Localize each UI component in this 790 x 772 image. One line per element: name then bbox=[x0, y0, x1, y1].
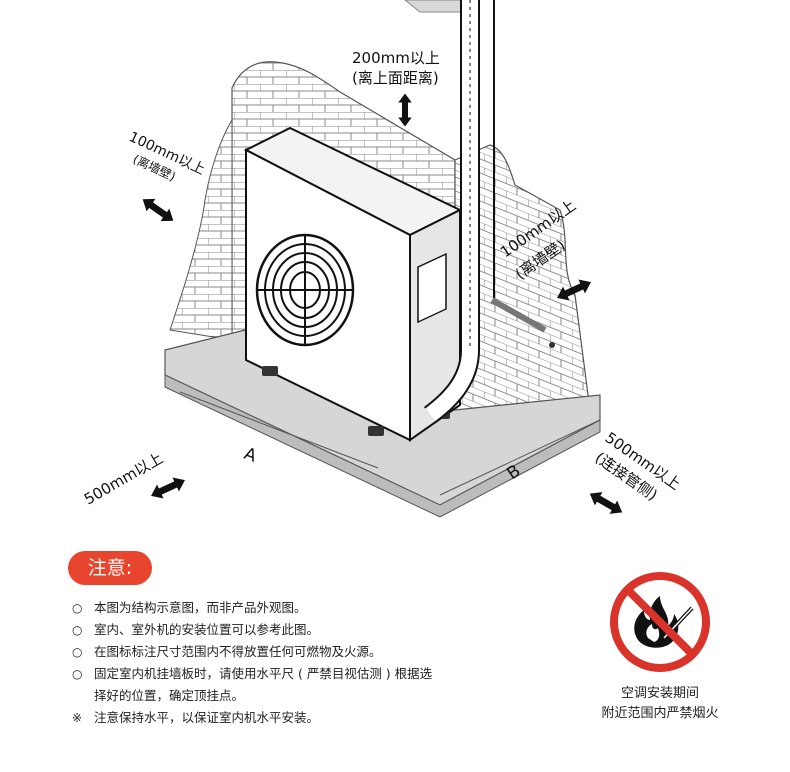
top-clearance-note: (离上面距离) bbox=[352, 69, 439, 87]
sign-caption-line2: 附近范围内严禁烟火 bbox=[601, 706, 719, 721]
arrow-front-clearance-icon bbox=[147, 473, 189, 503]
notice-item-text: 本图为结构示意图，而非产品外观图。 bbox=[94, 600, 307, 615]
top-clearance-label: 200mm以上 bbox=[352, 49, 440, 67]
bullet-icon: ○ bbox=[72, 667, 83, 681]
notice-item: ○ 固定室内机挂墙板时，请使用水平尺 ( 严禁目视估测 ) 根据选 择好的位置，… bbox=[72, 663, 552, 707]
notice-list: ○ 本图为结构示意图，而非产品外观图。 ○ 室内、室外机的安装位置可以参考此图。… bbox=[72, 597, 552, 729]
bullet-icon: ※ bbox=[72, 711, 83, 725]
arrow-top-clearance-icon bbox=[398, 93, 412, 127]
notice-item: ○ 室内、室外机的安装位置可以参考此图。 bbox=[72, 619, 552, 641]
fan-grille-icon bbox=[255, 233, 355, 347]
arrow-left-clearance-icon bbox=[138, 193, 178, 227]
bullet-icon: ○ bbox=[72, 601, 83, 615]
notice-item-text: 固定室内机挂墙板时，请使用水平尺 ( 严禁目视估测 ) 根据选 bbox=[94, 666, 433, 681]
notice-item: ※ 注意保持水平，以保证室内机水平安装。 bbox=[72, 707, 552, 729]
installation-diagram: 200mm以上 (离上面距离) 100mm以上 (离墙壁) 100mm以上 (离… bbox=[81, 0, 684, 519]
bullet-icon: ○ bbox=[72, 623, 83, 637]
notice-item-text: 室内、室外机的安装位置可以参考此图。 bbox=[94, 622, 320, 637]
notice-title: 注意: bbox=[68, 551, 152, 585]
front-clearance-label: 500mm以上 bbox=[81, 449, 166, 509]
outdoor-unit bbox=[243, 126, 463, 442]
right-brick-wall bbox=[169, 118, 591, 421]
arrow-pipe-clearance-icon bbox=[585, 487, 627, 519]
no-fire-caption: 空调安装期间 附近范围内严禁烟火 bbox=[578, 684, 742, 724]
dimension-lines bbox=[179, 391, 601, 496]
bullet-icon: ○ bbox=[72, 645, 83, 659]
notice-item-text: 注意保持水平，以保证室内机水平安装。 bbox=[94, 710, 320, 725]
notice-item: ○ 本图为结构示意图，而非产品外观图。 bbox=[72, 597, 552, 619]
sign-caption-line1: 空调安装期间 bbox=[620, 686, 699, 701]
notice-item: ○ 在图标标注尺寸范围内不得放置任何可燃物及火源。 bbox=[72, 641, 552, 663]
notice-item-continuation: 择好的位置，确定顶挂点。 bbox=[94, 688, 245, 703]
refrigerant-pipe bbox=[423, 0, 555, 423]
notice-item-text: 在图标标注尺寸范围内不得放置任何可燃物及火源。 bbox=[94, 644, 382, 659]
dimension-a-label: A bbox=[241, 444, 259, 467]
no-fire-sign-icon bbox=[610, 572, 710, 672]
